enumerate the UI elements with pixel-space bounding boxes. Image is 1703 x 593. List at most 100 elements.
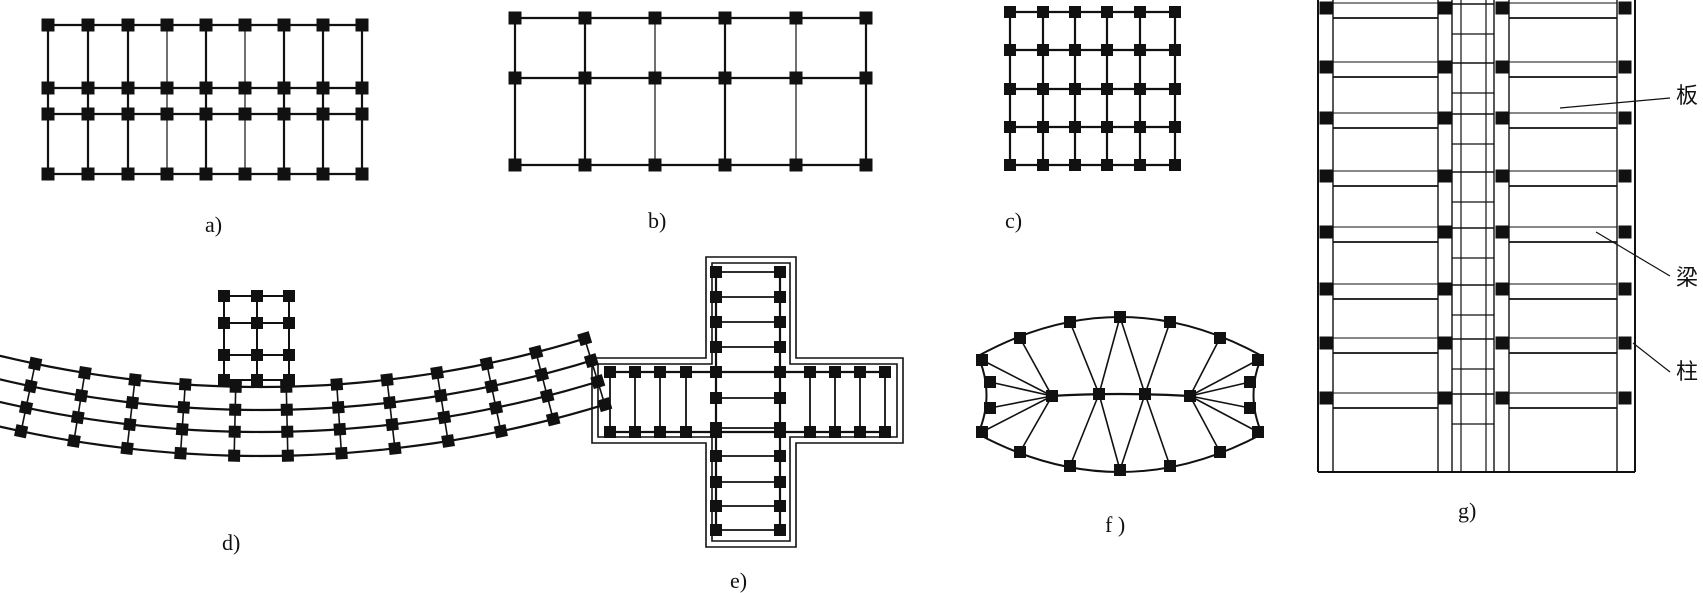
column-square — [177, 400, 191, 414]
column-square — [545, 411, 561, 427]
column-square — [316, 81, 330, 95]
column-square — [984, 376, 996, 388]
column-square — [18, 400, 34, 415]
arc-beam — [0, 403, 606, 458]
spoke-beam — [981, 359, 1053, 397]
column-square — [251, 290, 263, 302]
column-square — [710, 524, 722, 536]
column-square — [710, 291, 722, 303]
label-g: g) — [1458, 498, 1476, 523]
beam-leader — [1595, 231, 1671, 277]
column-square — [854, 426, 866, 438]
column-square — [829, 426, 841, 438]
right-edge-beam — [1252, 355, 1263, 435]
radial-beam — [73, 372, 86, 442]
column-square — [1438, 282, 1452, 296]
column-square — [160, 81, 174, 95]
cross-inner-outline — [597, 262, 898, 542]
column-square — [1139, 388, 1151, 400]
left-edge-beam — [977, 355, 988, 435]
column-square — [1114, 464, 1126, 476]
radial-beam — [233, 386, 237, 456]
column-square — [218, 374, 230, 386]
column-square — [1319, 391, 1333, 405]
middle-beam — [1049, 392, 1191, 398]
column-square — [251, 374, 263, 386]
spoke-beam — [1189, 395, 1259, 433]
column-square — [1101, 83, 1113, 95]
column-square — [1244, 402, 1256, 414]
column-square — [508, 158, 522, 172]
column-square — [388, 441, 402, 455]
column-square — [648, 158, 662, 172]
radial-beam — [386, 379, 396, 449]
column-square — [1495, 1, 1509, 15]
column-square — [604, 426, 616, 438]
spoke-beam — [1069, 393, 1100, 467]
column-square — [710, 366, 722, 378]
cross-outer-outline — [591, 256, 904, 548]
callout-slab: 板 — [1676, 84, 1698, 109]
column-square — [70, 410, 85, 425]
column-square — [1438, 60, 1452, 74]
column-square — [14, 424, 29, 439]
column-square — [578, 11, 592, 25]
arc-beam — [0, 380, 599, 434]
label-a: a) — [205, 212, 222, 237]
column-square — [430, 366, 444, 380]
column-square — [1046, 390, 1058, 402]
column-square — [199, 18, 213, 32]
column-square — [484, 379, 499, 394]
column-square — [1618, 169, 1632, 183]
column-square — [175, 422, 189, 436]
column-square — [1618, 336, 1632, 350]
column-square — [1069, 44, 1081, 56]
column-square — [1618, 1, 1632, 15]
column-square — [41, 107, 55, 121]
column-square — [774, 524, 786, 536]
column-square — [1495, 111, 1509, 125]
radial-beam — [126, 379, 136, 449]
layout-g — [1317, 0, 1671, 473]
column-square — [160, 107, 174, 121]
radial-beam — [486, 363, 502, 432]
column-square — [654, 426, 666, 438]
column-square — [710, 341, 722, 353]
column-square — [789, 11, 803, 25]
column-square — [774, 366, 786, 378]
spoke-beam — [1119, 393, 1146, 471]
column-square — [774, 426, 786, 438]
column-square — [251, 317, 263, 329]
label-d: d) — [222, 530, 240, 555]
column-square — [1495, 169, 1509, 183]
layout-c — [1004, 6, 1181, 171]
column-square — [81, 81, 95, 95]
column-square — [629, 366, 641, 378]
column-square — [1438, 225, 1452, 239]
column-square — [229, 380, 242, 393]
column-square — [534, 367, 550, 382]
column-square — [218, 290, 230, 302]
radial-beam — [20, 363, 36, 432]
column-square — [1319, 1, 1333, 15]
radial-beam — [285, 386, 289, 456]
column-square — [1244, 376, 1256, 388]
column-square — [774, 450, 786, 462]
callout-beam: 梁 — [1676, 266, 1698, 291]
column-square — [160, 167, 174, 181]
column-square — [774, 476, 786, 488]
column-square — [984, 402, 996, 414]
column-square — [121, 107, 135, 121]
column-square — [228, 449, 241, 462]
column-square — [23, 379, 38, 394]
column-square — [277, 81, 291, 95]
column-square — [1134, 6, 1146, 18]
column-square — [355, 167, 369, 181]
column-square — [121, 167, 135, 181]
column-square — [1064, 460, 1076, 472]
column-square — [604, 366, 616, 378]
column-square — [67, 434, 81, 448]
column-square — [383, 396, 397, 410]
column-square — [859, 71, 873, 85]
column-square — [1014, 446, 1026, 458]
